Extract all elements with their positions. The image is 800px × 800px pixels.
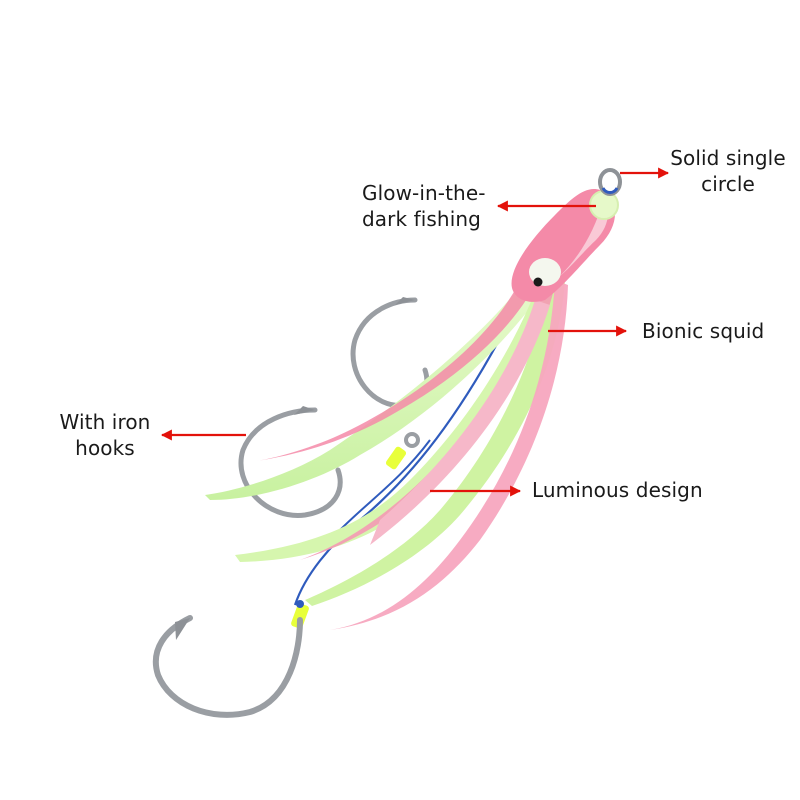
- lower-hook: [152, 615, 303, 718]
- squid-skirt: [205, 260, 568, 630]
- iron-hooks-line2: hooks: [75, 436, 135, 460]
- assist-line-2: [339, 439, 431, 531]
- glow-line1: Glow-in-the-: [362, 181, 486, 205]
- iron-hooks-label: With iron hooks: [50, 409, 160, 461]
- solid-circle-line1: Solid single: [670, 146, 786, 170]
- assist-line: [293, 299, 521, 606]
- glow-in-the-dark-label: Glow-in-the- dark fishing: [362, 180, 486, 232]
- tube-lower: [291, 603, 309, 629]
- solid-single-circle-label: Solid single circle: [668, 145, 788, 197]
- glow-line2: dark fishing: [362, 207, 481, 231]
- iron-hooks-line1: With iron: [59, 410, 151, 434]
- bionic-squid-label: Bionic squid: [642, 319, 765, 343]
- luminous-design-label: Luminous design: [532, 478, 703, 502]
- squid-eye: [533, 277, 543, 287]
- tube-upper: [385, 446, 407, 470]
- solid-circle-line2: circle: [701, 172, 755, 196]
